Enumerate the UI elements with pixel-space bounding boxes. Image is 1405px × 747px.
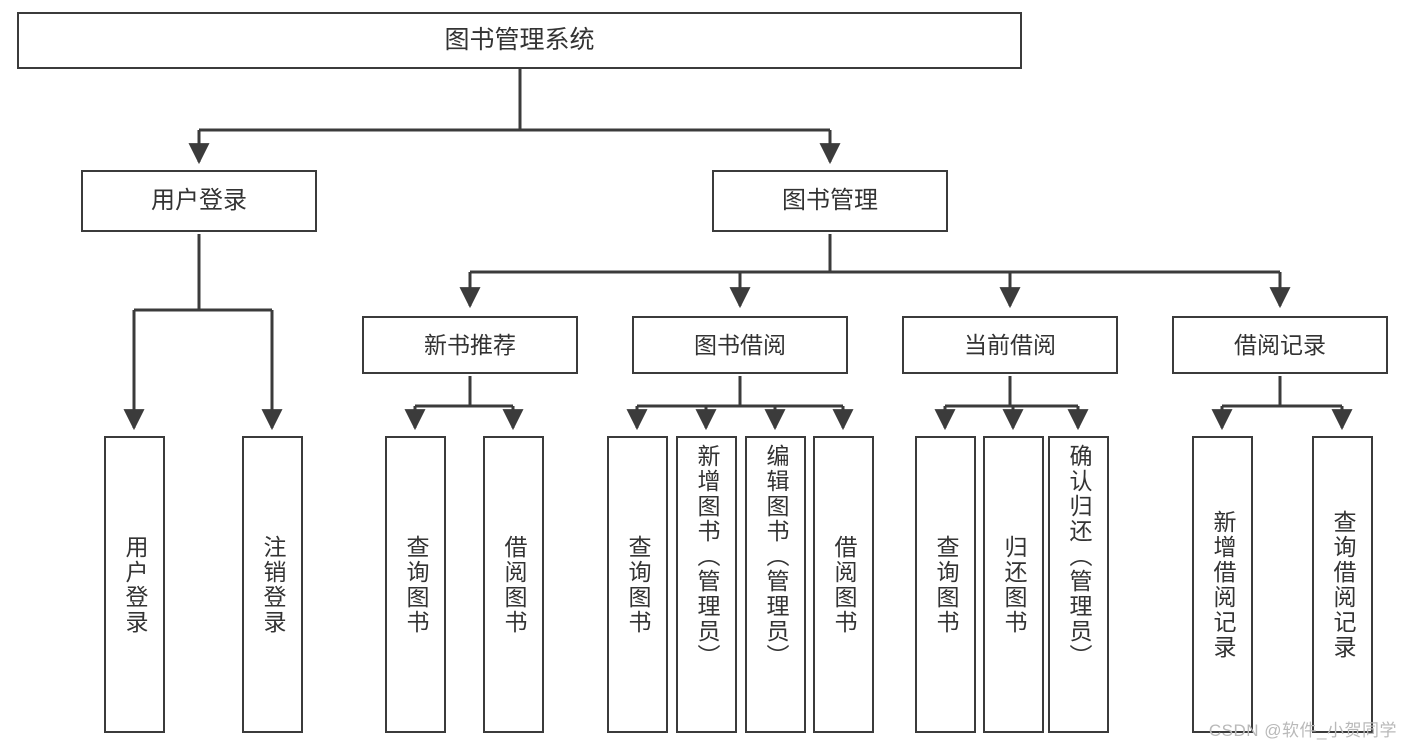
leaf-current-borrow-query[interactable]: 查询图书 [915,436,976,733]
node-label: 借阅图书 [831,534,857,635]
node-label: 用户登录 [122,534,148,635]
node-current-borrow[interactable]: 当前借阅 [902,316,1118,374]
node-label: 新书推荐 [424,331,516,358]
leaf-borrow-record-query[interactable]: 查询借阅记录 [1312,436,1373,733]
node-label: 编辑图书（管理员） [763,444,789,669]
node-label: 用户登录 [151,187,247,215]
leaf-book-borrow-borrow[interactable]: 借阅图书 [813,436,874,733]
node-label: 注销登录 [260,534,286,635]
node-label: 当前借阅 [964,331,1056,358]
node-root-system[interactable]: 图书管理系统 [17,12,1022,69]
node-label: 查询图书 [933,534,959,635]
leaf-book-borrow-edit[interactable]: 编辑图书（管理员） [745,436,806,733]
node-label: 图书借阅 [694,331,786,358]
node-label: 查询图书 [403,534,429,635]
node-label: 查询图书 [625,534,651,635]
node-new-book-recommend[interactable]: 新书推荐 [362,316,578,374]
leaf-user-login-logout[interactable]: 注销登录 [242,436,303,733]
node-label: 新增借阅记录 [1210,509,1236,660]
node-book-borrow[interactable]: 图书借阅 [632,316,848,374]
node-label: 查询借阅记录 [1330,509,1356,660]
leaf-current-borrow-confirm-return[interactable]: 确认归还（管理员） [1048,436,1109,733]
node-label: 图书管理 [782,187,878,215]
leaf-book-borrow-add[interactable]: 新增图书（管理员） [676,436,737,733]
node-user-login[interactable]: 用户登录 [81,170,317,232]
node-label: 图书管理系统 [444,26,595,55]
node-borrow-record[interactable]: 借阅记录 [1172,316,1388,374]
node-label: 新增图书（管理员） [694,444,720,669]
leaf-book-borrow-query[interactable]: 查询图书 [607,436,668,733]
leaf-borrow-record-add[interactable]: 新增借阅记录 [1192,436,1253,733]
leaf-user-login-login[interactable]: 用户登录 [104,436,165,733]
leaf-current-borrow-return[interactable]: 归还图书 [983,436,1044,733]
node-book-management[interactable]: 图书管理 [712,170,948,232]
node-label: 归还图书 [1001,534,1027,635]
leaf-new-book-query[interactable]: 查询图书 [385,436,446,733]
node-label: 借阅记录 [1234,331,1326,358]
leaf-new-book-borrow[interactable]: 借阅图书 [483,436,544,733]
node-label: 借阅图书 [501,534,527,635]
node-label: 确认归还（管理员） [1066,444,1092,669]
